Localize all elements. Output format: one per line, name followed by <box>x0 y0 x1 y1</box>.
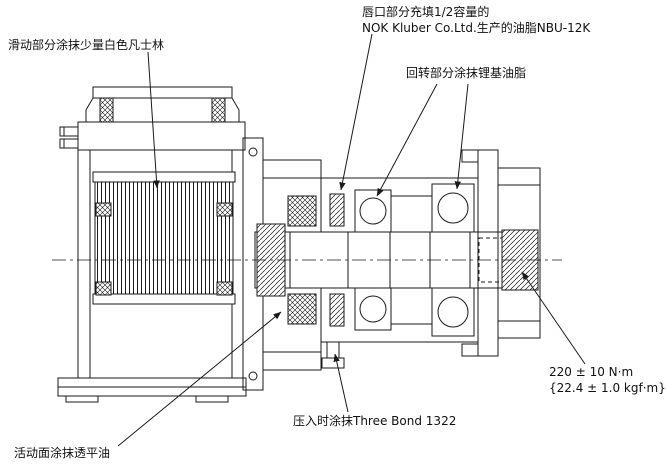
label-torque-value: 220 ± 10 N·m <box>549 365 634 379</box>
label-lithium-grease: 回转部分涂抹锂基油脂 <box>406 66 527 80</box>
base-foot <box>57 377 247 403</box>
leader-lithium-rear <box>454 83 469 190</box>
label-lip-grease-line2: NOK Kluber Co.Ltd.生产的油脂NBU-12K <box>362 21 591 35</box>
label-press-fit: 压入时涂抹Three Bond 1322 <box>293 414 457 428</box>
bearing-front <box>354 189 392 331</box>
leader-lithium-front <box>376 83 438 197</box>
leader-lip-grease <box>339 33 373 191</box>
label-lip-grease-line1: 唇口部分充填1/2容量的 <box>362 5 490 19</box>
end-cap <box>498 167 541 339</box>
press-fit-bolt <box>321 341 345 369</box>
lip-seals <box>329 193 345 327</box>
label-vaseline: 滑动部分涂抹少量白色凡士林 <box>8 38 165 52</box>
leader-three-bond <box>333 353 349 413</box>
rear-plate <box>461 149 499 357</box>
label-lip-grease: 唇口部分充填1/2容量的 NOK Kluber Co.Ltd.生产的油脂NBU-… <box>362 4 590 36</box>
fin-block <box>92 171 236 305</box>
leader-turbine-oil <box>117 311 282 447</box>
top-mounting-bracket <box>85 86 240 123</box>
label-torque: 220 ± 10 N·m {22.4 ± 1.0 kgf·m} <box>549 364 666 396</box>
seal-glands <box>287 195 317 325</box>
leader-torque <box>521 271 586 365</box>
label-torque-alt: {22.4 ± 1.0 kgf·m} <box>549 381 666 395</box>
bearing-rear <box>431 183 475 337</box>
leader-vaseline <box>147 51 160 189</box>
label-turbine-oil: 活动面涂抹透平油 <box>14 446 111 460</box>
leader-lines <box>117 33 586 447</box>
